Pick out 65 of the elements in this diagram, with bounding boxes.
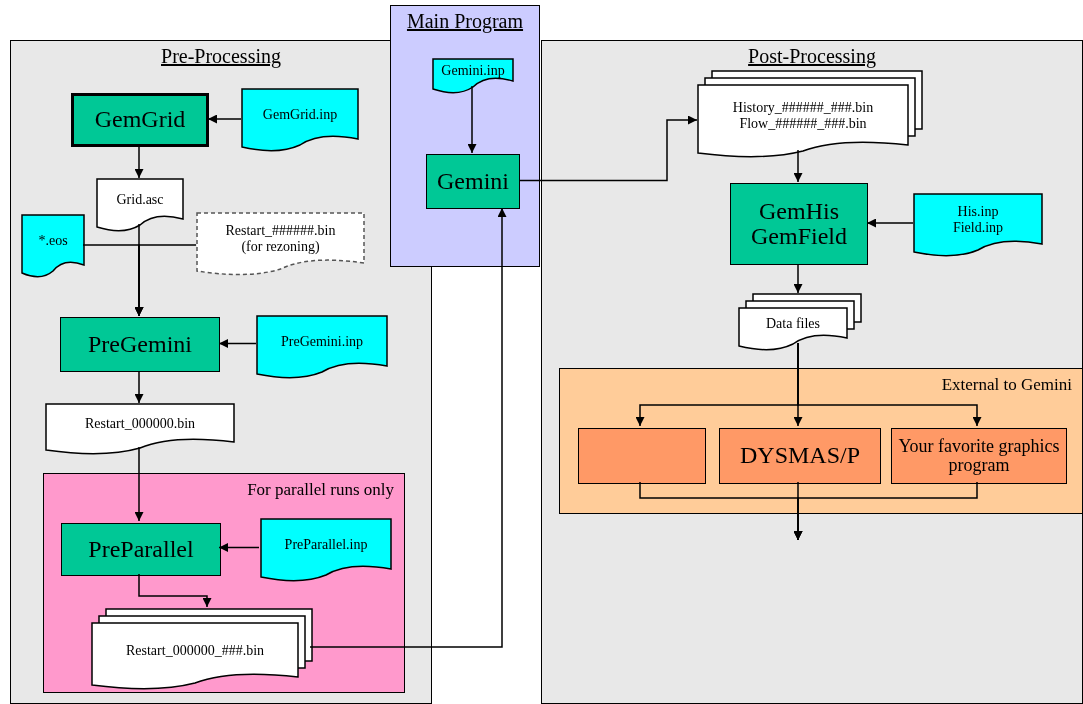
document-shape <box>46 404 234 454</box>
program-name: Your favorite graphics program <box>897 437 1061 475</box>
program-name: PreParallel <box>88 536 194 563</box>
panel-title: Main Program <box>406 10 524 33</box>
arrow <box>309 207 507 648</box>
program-name: GemGrid <box>94 107 186 133</box>
group-panel <box>43 473 405 693</box>
file-name: PreParallel.inp <box>284 536 368 554</box>
document-stack <box>739 294 861 350</box>
file-name: Restart_000000.bin <box>85 415 195 433</box>
document-shape <box>257 316 387 378</box>
arrow <box>793 149 803 183</box>
arrow <box>797 342 982 427</box>
program-box <box>426 154 520 209</box>
document-shape <box>914 194 1042 256</box>
file-name: Data files <box>766 315 820 333</box>
file-name: Grid.asc <box>116 191 164 209</box>
document-shape <box>197 213 364 275</box>
program-box <box>891 428 1067 484</box>
arrow <box>218 339 257 348</box>
group-panel <box>10 40 432 704</box>
arrow <box>793 481 978 541</box>
group-panel <box>541 40 1083 704</box>
arrow <box>134 370 144 404</box>
document-shape <box>242 89 358 151</box>
arrow <box>467 85 477 154</box>
file-name: Restart_000000_###.bin <box>126 642 264 660</box>
document-stack <box>92 609 312 689</box>
program-box <box>730 183 868 265</box>
document-shape <box>433 59 513 93</box>
arrow <box>138 573 212 608</box>
group-panel <box>559 368 1083 514</box>
file-name: History_######_###.bin Flow_######_###.bin <box>731 99 875 133</box>
arrow <box>866 218 914 228</box>
document-shape <box>22 215 84 277</box>
arrow <box>134 244 197 317</box>
program-name: Gemini <box>437 168 509 195</box>
group-panel <box>390 5 540 267</box>
program-box <box>61 523 221 576</box>
arrow <box>218 543 260 552</box>
arrow <box>207 114 242 124</box>
document-stack <box>698 71 922 157</box>
program-name: GemHis GemField <box>750 198 848 250</box>
arrow <box>793 263 803 294</box>
panel-title: Pre-Processing <box>161 45 281 68</box>
file-name: Gemini.inp <box>441 62 505 80</box>
panel-title: Post-Processing <box>748 45 876 68</box>
program-box <box>719 428 881 484</box>
program-name: PreGemini <box>88 331 192 358</box>
program-box <box>71 93 209 147</box>
arrow <box>518 115 698 182</box>
file-name: GemGrid.inp <box>262 106 338 124</box>
file-name: Restart_######.bin (for rezoning) <box>224 222 337 256</box>
program-box <box>60 317 220 372</box>
document-shape <box>97 179 183 231</box>
arrow <box>134 145 144 179</box>
arrow <box>134 446 144 522</box>
panel-title: External to Gemini <box>941 375 1072 395</box>
file-name: His.inp Field.inp <box>951 203 1005 237</box>
file-name: PreGemini.inp <box>281 333 363 351</box>
panel-title: For parallel runs only <box>247 480 394 500</box>
program-box <box>578 428 706 484</box>
program-name: DYSMAS/P <box>739 443 860 469</box>
file-name: *.eos <box>38 232 68 250</box>
document-shape <box>261 519 391 581</box>
